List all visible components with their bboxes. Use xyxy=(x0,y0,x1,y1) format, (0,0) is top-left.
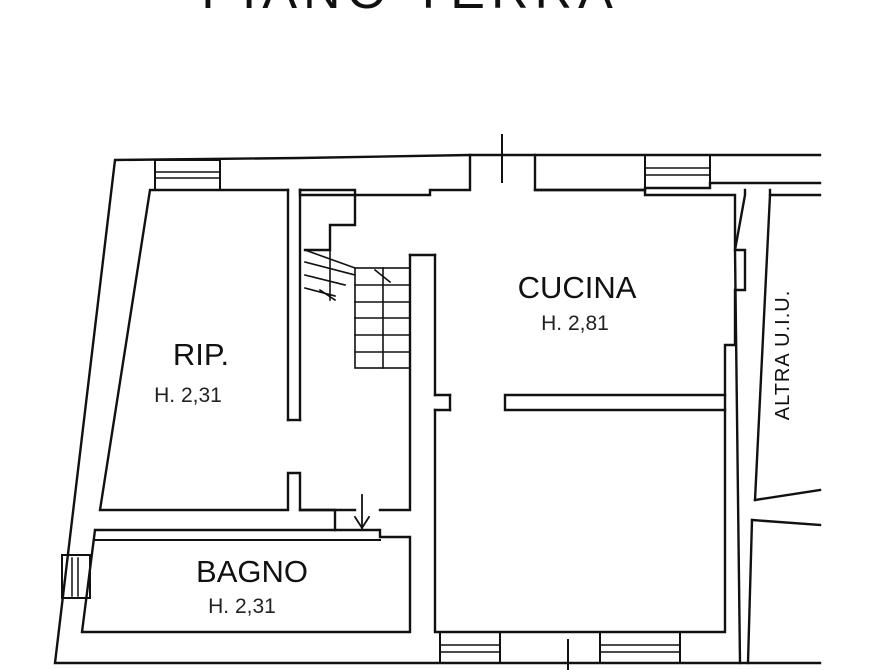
window-bottom-left xyxy=(439,631,501,664)
stair-wall xyxy=(298,188,357,252)
right-wall-strip xyxy=(733,188,747,665)
cucina-room-wall xyxy=(433,188,747,634)
room-name-rip: RIP. xyxy=(173,337,229,372)
window-top-left xyxy=(154,159,221,191)
plan-title: PIANO TERRA xyxy=(201,0,619,20)
adjacent-unit-label: ALTRA U.I.U. xyxy=(772,290,794,421)
room-name-cucina: CUCINA xyxy=(518,270,637,305)
room-height-rip: H. 2,31 xyxy=(154,384,222,407)
outer-wall-top-inner xyxy=(533,153,822,192)
window-top-right xyxy=(644,154,711,189)
window-left xyxy=(61,554,91,599)
room-name-bagno: BAGNO xyxy=(196,554,308,589)
walls xyxy=(53,134,822,670)
window-bottom-right xyxy=(599,631,681,664)
stair-treads xyxy=(303,224,411,369)
room-height-cucina: H. 2,81 xyxy=(541,312,609,335)
bagno-room-wall xyxy=(80,528,412,634)
outer-wall-top-inner-left xyxy=(298,153,472,197)
room-height-bagno: H. 2,31 xyxy=(208,595,276,618)
stair-arrow-icon xyxy=(353,494,371,530)
